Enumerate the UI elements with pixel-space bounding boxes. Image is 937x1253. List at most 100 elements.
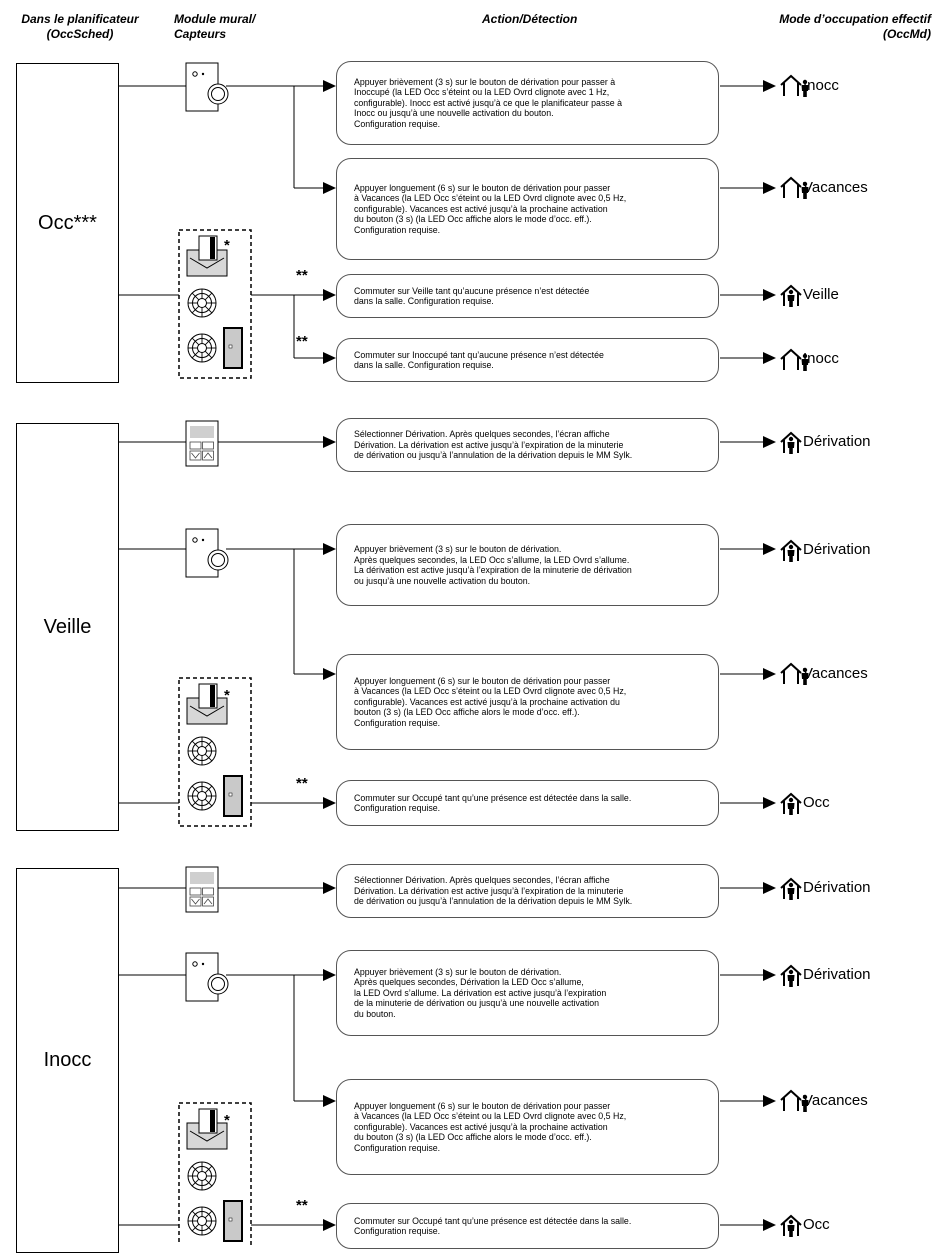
arrow-head: [763, 182, 776, 194]
action-text: Commuter sur Veille tant qu’aucune prése…: [354, 285, 590, 307]
action-text: Appuyer brièvement (3 s) sur le bouton d…: [354, 76, 622, 129]
arrow-head: [763, 882, 776, 894]
wall-module-icon: [185, 62, 229, 112]
header-mode: Mode d’occupation effectif (OccMd): [745, 12, 931, 42]
result-label: Inocc: [803, 350, 839, 367]
result-label: Occ: [803, 1216, 830, 1233]
action-text: Sélectionner Dérivation. Après quelques …: [354, 875, 633, 907]
footnote-star: *: [224, 1112, 230, 1129]
wall-module-icon: [185, 952, 229, 1002]
action-text: Appuyer brièvement (3 s) sur le bouton d…: [354, 544, 632, 586]
house-person-inside-icon: [780, 539, 802, 562]
house-person-inside-icon: [780, 792, 802, 815]
header-module-line1: Module mural/: [174, 12, 256, 26]
action-text: Commuter sur Inoccupé tant qu’aucune pré…: [354, 349, 604, 371]
result-label: Dérivation: [803, 541, 871, 558]
arrow-head: [323, 289, 336, 301]
header-action: Action/Détection: [482, 12, 577, 27]
action-box: Appuyer longuement (6 s) sur le bouton d…: [336, 158, 719, 260]
sensor-group-box: [178, 1102, 252, 1245]
arrow-head: [323, 436, 336, 448]
footnote-star: *: [224, 237, 230, 254]
house-person-outside-icon: [780, 662, 809, 685]
action-box: Commuter sur Veille tant qu’aucune prése…: [336, 274, 719, 318]
arrow-head: [763, 1095, 776, 1107]
arrow-head: [323, 797, 336, 809]
arrow-head: [323, 543, 336, 555]
presence-sensor-icon: [187, 1206, 217, 1236]
header-module-line2: Capteurs: [174, 27, 227, 41]
window-contact-icon: [223, 1200, 243, 1242]
presence-sensor-icon: [187, 333, 217, 363]
window-contact-icon: [223, 775, 243, 817]
sched-label-inocc: Inocc: [43, 1049, 92, 1071]
result-label: Dérivation: [803, 879, 871, 896]
header-scheduler-line2: (OccSched): [46, 27, 114, 41]
house-person-inside-icon: [780, 1214, 802, 1237]
footnote-star: *: [224, 687, 230, 704]
action-text: Appuyer longuement (6 s) sur le bouton d…: [354, 675, 627, 728]
action-text: Appuyer brièvement (3 s) sur le bouton d…: [354, 966, 607, 1019]
touch-display-icon: [185, 420, 219, 467]
action-text: Appuyer longuement (6 s) sur le bouton d…: [354, 1100, 627, 1153]
wall-module-icon: [185, 528, 229, 578]
sensor-group-box: [178, 229, 252, 379]
footnote-double-star: **: [296, 775, 308, 792]
result-label: Occ: [803, 794, 830, 811]
touch-display-icon: [185, 866, 219, 913]
arrow-head: [763, 797, 776, 809]
arrow-head: [763, 436, 776, 448]
arrow-head: [323, 352, 336, 364]
sched-box-veille: Veille: [16, 423, 119, 831]
arrow-head: [323, 1219, 336, 1231]
arrow-head: [763, 668, 776, 680]
presence-sensor-icon: [187, 781, 217, 811]
arrow-head: [763, 352, 776, 364]
sensor-group-box: [178, 677, 252, 827]
footnote-double-star: **: [296, 1197, 308, 1214]
house-person-outside-icon: [780, 348, 809, 371]
action-box: Commuter sur Occupé tant qu’une présence…: [336, 780, 719, 826]
result-label: Vacances: [803, 179, 868, 196]
action-text: Commuter sur Occupé tant qu’une présence…: [354, 1215, 632, 1237]
arrow-head: [763, 80, 776, 92]
presence-sensor-icon: [187, 288, 217, 318]
arrow-head: [323, 668, 336, 680]
action-box: Appuyer longuement (6 s) sur le bouton d…: [336, 654, 719, 750]
sched-box-occ: Occ***: [16, 63, 119, 383]
action-box: Appuyer brièvement (3 s) sur le bouton d…: [336, 61, 719, 145]
action-box: Appuyer brièvement (3 s) sur le bouton d…: [336, 524, 719, 606]
action-text: Commuter sur Occupé tant qu’une présence…: [354, 792, 632, 814]
house-person-outside-icon: [780, 74, 809, 97]
header-action-line1: Action/Détection: [482, 12, 578, 26]
arrow-head: [763, 969, 776, 981]
window-contact-icon: [223, 327, 243, 369]
presence-sensor-icon: [187, 736, 217, 766]
result-label: Inocc: [803, 77, 839, 94]
header-scheduler-line1: Dans le planificateur: [21, 12, 139, 26]
presence-sensor-icon: [187, 1161, 217, 1191]
arrow-head: [323, 182, 336, 194]
action-box: Appuyer longuement (6 s) sur le bouton d…: [336, 1079, 719, 1175]
action-box: Appuyer brièvement (3 s) sur le bouton d…: [336, 950, 719, 1036]
action-box: Sélectionner Dérivation. Après quelques …: [336, 864, 719, 918]
result-label: Dérivation: [803, 433, 871, 450]
card-reader-icon: [186, 683, 228, 725]
arrow-head: [323, 80, 336, 92]
house-person-inside-icon: [780, 284, 802, 307]
house-person-inside-icon: [780, 431, 802, 454]
result-label: Veille: [803, 286, 839, 303]
result-label: Dérivation: [803, 966, 871, 983]
action-text: Sélectionner Dérivation. Après quelques …: [354, 429, 633, 461]
arrow-head: [763, 543, 776, 555]
house-person-outside-icon: [780, 176, 809, 199]
card-reader-icon: [186, 235, 228, 277]
house-person-outside-icon: [780, 1089, 809, 1112]
header-mode-line1: Mode d’occupation effectif: [779, 12, 931, 26]
header-module: Module mural/ Capteurs: [174, 12, 255, 42]
arrow-head: [763, 289, 776, 301]
sched-label-occ: Occ***: [38, 211, 97, 234]
card-reader-icon: [186, 1108, 228, 1150]
action-box: Commuter sur Occupé tant qu’une présence…: [336, 1203, 719, 1249]
